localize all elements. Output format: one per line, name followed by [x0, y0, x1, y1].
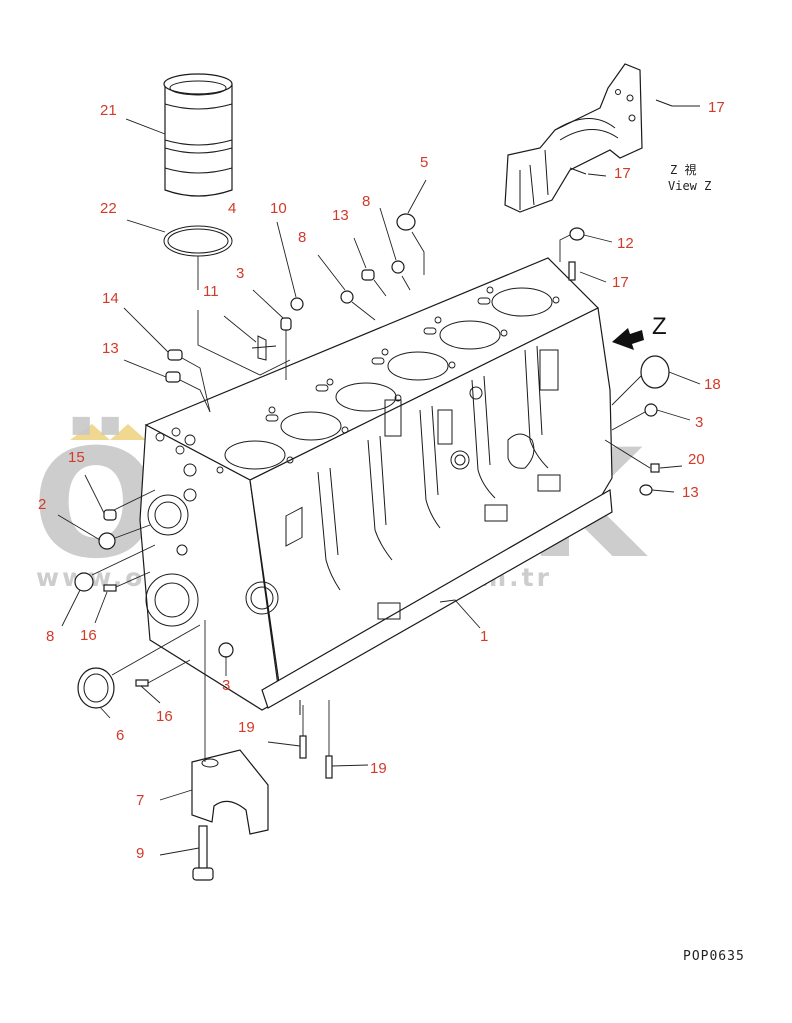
view-z-detail	[504, 63, 673, 213]
callouts: 21 22 4 10 8 13 8 5 3 11 14 13 15 2 8 16…	[38, 99, 725, 862]
callout-13c: 13	[682, 484, 699, 501]
callout-19a: 19	[238, 719, 255, 736]
callout-8a: 8	[298, 229, 306, 246]
callout-13b: 13	[102, 340, 119, 357]
callout-3a: 3	[236, 265, 244, 282]
callout-10: 10	[270, 200, 287, 217]
callout-11: 11	[203, 283, 219, 300]
callout-22: 22	[100, 200, 117, 217]
callout-17c: 17	[614, 165, 631, 182]
view-arrow	[612, 328, 644, 350]
callout-17a: 17	[612, 274, 629, 291]
watermark-accent-right	[110, 424, 146, 440]
callout-3c: 3	[695, 414, 703, 431]
watermark-accent-left	[70, 424, 110, 440]
o-ring	[163, 225, 233, 257]
callout-21: 21	[100, 102, 117, 119]
callout-19b: 19	[370, 760, 387, 777]
callout-4: 4	[228, 200, 236, 217]
callout-16a: 16	[80, 627, 97, 644]
callout-1: 1	[480, 628, 488, 645]
view-z-arrow-label: Z	[652, 313, 667, 340]
callout-9: 9	[136, 845, 144, 862]
callout-8b: 8	[362, 193, 370, 210]
callout-20: 20	[688, 451, 705, 468]
callout-5: 5	[420, 154, 428, 171]
drawing-code: POP0635	[683, 949, 745, 964]
view-z-label: View Z	[668, 179, 711, 193]
leader-lines	[57, 105, 701, 856]
view-z-kanji-label: Z 視	[670, 162, 696, 177]
callout-6: 6	[116, 727, 124, 744]
callout-3b: 3	[222, 677, 230, 694]
callout-15: 15	[68, 449, 85, 466]
cylinder-block	[139, 257, 644, 715]
small-parts	[74, 213, 670, 881]
callout-18: 18	[704, 376, 721, 393]
callout-17b: 17	[708, 99, 725, 116]
callout-16b: 16	[156, 708, 173, 725]
cylinder-liner	[163, 73, 233, 197]
callout-2: 2	[38, 496, 46, 513]
callout-12: 12	[617, 235, 634, 252]
callout-14: 14	[102, 290, 119, 307]
callout-8c: 8	[46, 628, 54, 645]
callout-13a: 13	[332, 207, 349, 224]
callout-7: 7	[136, 792, 144, 809]
